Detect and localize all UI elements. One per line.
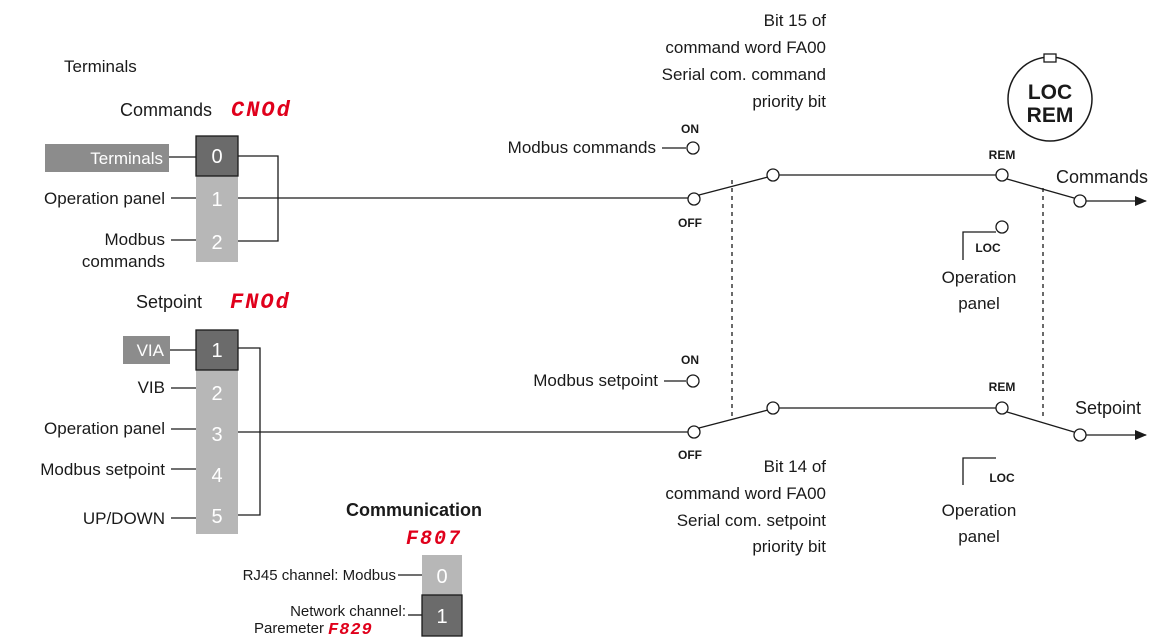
setpoint-option-3-label: Operation panel [44,419,165,438]
communication-option-0-value: 0 [436,566,447,588]
setpoint-locrem-switch-blade [1006,411,1075,433]
loc-rem-key-loc-text: LOC [1028,81,1072,104]
communication-option-1-label2: Paremeter [254,620,324,637]
command-on-contact [686,141,700,155]
command-bit-line1: Bit 15 of [764,11,827,30]
setpoint-selected-tag [123,336,170,364]
command-on-label: ON [681,122,699,136]
communication-option-0-label: RJ45 channel: Modbus [243,567,396,584]
modbus-commands-label: Modbus commands [508,138,656,157]
command-locrem-switch-blade [1006,178,1075,199]
command-output-node [1073,194,1087,208]
command-bit-line2: command word FA00 [665,38,826,57]
command-bit-line4: priority bit [752,92,826,111]
commands-selected-tag [45,144,169,172]
command-off-contact [687,192,701,206]
setpoint-loc-source-line2: panel [958,527,1000,546]
command-off-label: OFF [678,216,702,230]
command-switch-common [766,168,780,182]
communication-parameter-code: F807 [406,528,462,551]
command-priority-switch-blade [698,176,769,196]
setpoint-option-1-label: VIA [137,341,165,360]
setpoint-rem-label: REM [989,380,1016,394]
setpoint-selector: 1 2 3 4 5 [195,329,239,534]
communication-title: Communication [346,500,482,520]
setpoint-option-3-value: 3 [211,424,222,446]
commands-selector-body [196,176,238,262]
loc-rem-key-rem-text: REM [1027,104,1074,127]
setpoint-output-label: Setpoint [1075,398,1141,418]
communication-option-1-code: F829 [328,621,373,640]
terminals-title: Terminals [64,57,137,76]
setpoint-selector-body [196,370,238,534]
setpoint-loc-source-line1: Operation [942,501,1017,520]
commands-label: Commands [120,100,212,120]
setpoint-parameter-code: FNOd [230,290,291,315]
setpoint-output-node [1073,428,1087,442]
setpoint-option-5-value: 5 [211,506,222,528]
communication-option-1-value: 1 [436,606,447,628]
command-rem-contact [995,168,1009,182]
command-loc-source-line1: Operation [942,268,1017,287]
setpoint-option-2-label: VIB [138,378,165,397]
loc-rem-key[interactable]: LOC REM [1007,53,1093,142]
commands-option-2-value: 2 [211,232,222,254]
command-loc-contact [995,220,1009,234]
setpoint-priority-switch-blade [698,409,769,429]
commands-selector: 0 1 2 [195,135,239,262]
setpoint-bit-line3: Serial com. setpoint [677,511,827,530]
command-loc-source-line2: panel [958,294,1000,313]
setpoint-on-label: ON [681,353,699,367]
commands-output-label: Commands [1056,167,1148,187]
setpoint-bit-line4: priority bit [752,537,826,556]
setpoint-switch-common [766,401,780,415]
commands-option-0-label: Terminals [90,149,163,168]
setpoint-rem-contact [995,401,1009,415]
setpoint-option-4-label: Modbus setpoint [40,460,165,479]
setpoint-label: Setpoint [136,292,202,312]
loc-rem-key-notch [1043,53,1057,63]
setpoint-on-contact [686,374,700,388]
commands-option-0-value: 0 [211,146,222,168]
setpoint-option-4-value: 4 [211,465,222,487]
command-rem-label: REM [989,148,1016,162]
setpoint-loc-label: LOC [989,471,1015,485]
setpoint-option-2-value: 2 [211,383,222,405]
command-bit-line3: Serial com. command [662,65,826,84]
setpoint-option-5-label: UP/DOWN [83,509,165,528]
communication-option-0-cell[interactable] [422,555,462,595]
commands-parameter-code: CNOd [231,98,292,123]
commands-option-0-cell[interactable] [195,135,239,177]
commands-option-2-label-line2: commands [82,252,165,271]
commands-option-1-value: 1 [211,189,222,211]
setpoint-bit-line2: command word FA00 [665,484,826,503]
setpoint-off-contact [687,425,701,439]
command-loc-label: LOC [975,241,1001,255]
communication-option-1-label: Network channel: [290,603,406,620]
setpoint-off-label: OFF [678,448,702,462]
commands-option-2-label-line1: Modbus [105,230,165,249]
communication-selector: 0 1 [421,555,463,637]
commands-option-1-label: Operation panel [44,189,165,208]
modbus-setpoint-label: Modbus setpoint [533,371,658,390]
setpoint-option-1-value: 1 [211,340,222,362]
setpoint-bit-line1: Bit 14 of [764,457,827,476]
